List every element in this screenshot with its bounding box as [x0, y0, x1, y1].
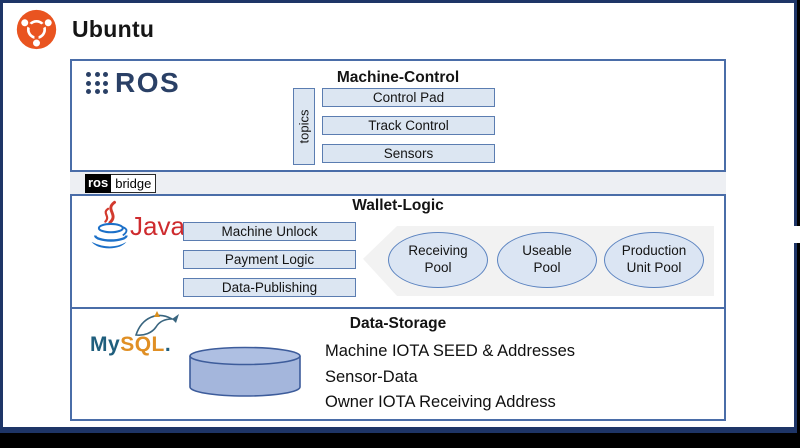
storage-item-owner-address: Owner IOTA Receiving Address	[325, 393, 556, 411]
wallet-logic-title: Wallet-Logic	[352, 197, 444, 214]
architecture-diagram: ROS Machine-Control topics Control Pad T…	[70, 59, 726, 421]
rosbridge-logo-bridge: bridge	[111, 173, 157, 193]
ros-logo: ROS	[86, 67, 180, 99]
pool-useable: Useable Pool	[497, 232, 597, 288]
ros-logo-text: ROS	[115, 67, 181, 98]
storage-item-sensor-data: Sensor-Data	[325, 367, 418, 386]
border-gap	[786, 226, 800, 243]
java-logo-icon	[91, 200, 128, 249]
storage-item-seed: Machine IOTA SEED & Addresses	[325, 342, 576, 360]
java-logo-text: Java	[130, 211, 185, 241]
ubuntu-header: Ubuntu	[16, 9, 154, 50]
machine-control-title: Machine-Control	[336, 69, 460, 86]
data-storage-title: Data-Storage	[349, 315, 447, 332]
section-divider	[70, 307, 726, 309]
node-data-publishing: Data-Publishing	[183, 278, 356, 297]
topics-label-box: topics	[293, 88, 315, 165]
rosbridge-logo: ros bridge	[85, 173, 157, 193]
ubuntu-logo-icon	[16, 9, 57, 50]
node-machine-unlock: Machine Unlock	[183, 222, 356, 241]
rosbridge-logo-ros: ros	[85, 173, 112, 193]
node-track-control: Track Control	[322, 116, 495, 135]
node-control-pad: Control Pad	[322, 88, 495, 107]
pool-receiving: Receiving Pool	[388, 232, 488, 288]
rosbridge-strip: ros bridge	[70, 170, 726, 196]
os-title: Ubuntu	[72, 16, 155, 42]
storage-items: Machine IOTA SEED & Addresses Sensor-Dat…	[325, 339, 575, 416]
pool-production-unit: Production Unit Pool	[604, 232, 704, 288]
ros-dots-icon	[86, 72, 108, 94]
mysql-logo-text: MySQL.	[90, 333, 172, 356]
mysql-dolphin-icon	[134, 311, 179, 336]
slide: Ubuntu ROS Machine-Control topics Contro…	[0, 0, 797, 433]
mysql-logo: MySQL.	[86, 311, 182, 357]
node-payment-logic: Payment Logic	[183, 250, 356, 269]
topics-label: topics	[296, 109, 312, 144]
node-sensors: Sensors	[322, 144, 495, 163]
database-cylinder-icon	[189, 346, 301, 397]
